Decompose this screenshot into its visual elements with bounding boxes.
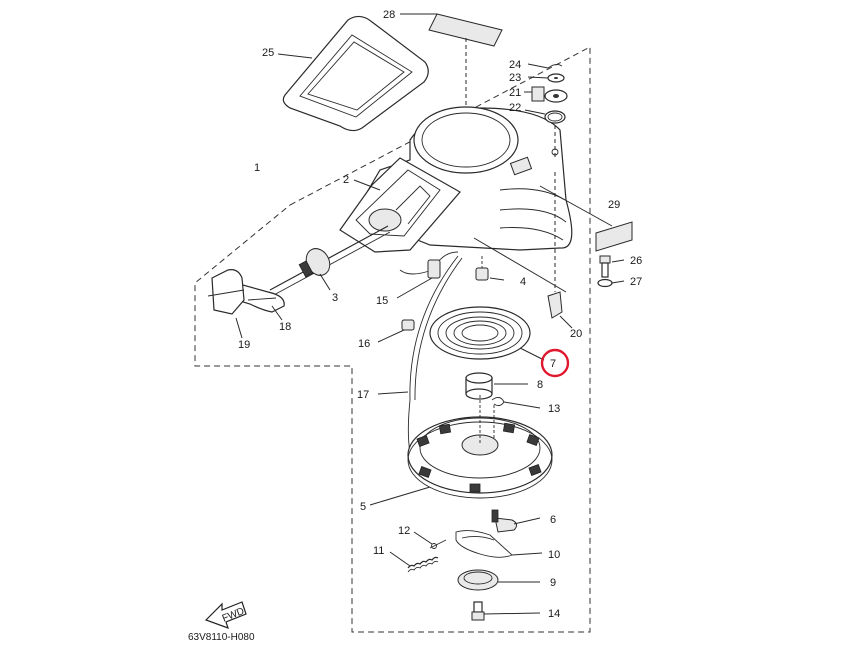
- label-part-23: 23: [509, 72, 521, 84]
- label-part-17: 17: [357, 389, 369, 401]
- fwd-arrow-icon: FWD: [204, 601, 247, 629]
- label-part-16: 16: [358, 338, 370, 350]
- label-part-24: 24: [509, 59, 521, 71]
- label-part-10: 10: [548, 549, 560, 561]
- label-part-13: 13: [548, 403, 560, 415]
- label-part-4: 4: [520, 276, 526, 288]
- label-part-26: 26: [630, 255, 642, 267]
- part-8-bushing[interactable]: [465, 372, 528, 400]
- part-11-spring[interactable]: [389, 551, 439, 573]
- label-part-2: 2: [343, 174, 349, 186]
- part-2-handle-guide[interactable]: [339, 157, 461, 253]
- label-part-14: 14: [548, 608, 560, 620]
- part-29-plate[interactable]: [539, 185, 633, 252]
- part-15-cable-guide[interactable]: [396, 251, 459, 299]
- part-5-reel-drum[interactable]: [369, 395, 553, 506]
- part-13-clip[interactable]: [491, 397, 541, 409]
- part-24-clip[interactable]: [527, 63, 563, 69]
- part-12-pin[interactable]: [413, 531, 447, 549]
- diagram-code: 63V8110-H080: [188, 632, 255, 643]
- part-7-spiral-spring[interactable]: [429, 306, 545, 361]
- part-28-label-plate[interactable]: [400, 13, 503, 120]
- label-part-5: 5: [360, 501, 366, 513]
- part-26-bolt[interactable]: [599, 255, 625, 278]
- label-part-6: 6: [550, 514, 556, 526]
- label-part-7: 7: [550, 358, 556, 370]
- label-part-19: 19: [238, 339, 250, 351]
- label-part-18: 18: [279, 321, 291, 333]
- part-23-washer[interactable]: [527, 73, 565, 83]
- part-16-bolt[interactable]: [377, 319, 415, 343]
- part-6-pawl[interactable]: [491, 509, 541, 533]
- label-part-25: 25: [262, 47, 274, 59]
- label-part-8: 8: [537, 379, 543, 391]
- label-part-20: 20: [570, 328, 582, 340]
- label-part-22: 22: [509, 102, 521, 114]
- part-27-washer[interactable]: [597, 278, 625, 288]
- part-3-rope-grommet[interactable]: [269, 225, 391, 297]
- highlight-circle-part-7: [540, 348, 570, 378]
- part-10-spring-clip[interactable]: [455, 530, 543, 558]
- label-part-11: 11: [373, 545, 384, 557]
- label-part-21: 21: [509, 87, 521, 99]
- label-part-27: 27: [630, 276, 642, 288]
- label-part-28: 28: [383, 9, 395, 21]
- part-4-bolt[interactable]: [475, 256, 505, 281]
- part-22-spring[interactable]: [524, 109, 566, 124]
- part-20-cam[interactable]: [473, 172, 573, 329]
- part-21-block[interactable]: [524, 86, 568, 103]
- label-part-9: 9: [550, 577, 556, 589]
- label-part-15: 15: [376, 295, 388, 307]
- part-19-bracket[interactable]: [207, 269, 245, 339]
- label-part-1: 1: [254, 162, 260, 174]
- part-25-cover-frame[interactable]: [277, 15, 429, 132]
- label-part-12: 12: [398, 525, 410, 537]
- part-9-cap[interactable]: [457, 569, 540, 591]
- label-part-29: 29: [608, 199, 620, 211]
- label-part-3: 3: [332, 292, 338, 304]
- part-14-bolt[interactable]: [471, 601, 541, 621]
- assembly-boundary: [194, 46, 591, 633]
